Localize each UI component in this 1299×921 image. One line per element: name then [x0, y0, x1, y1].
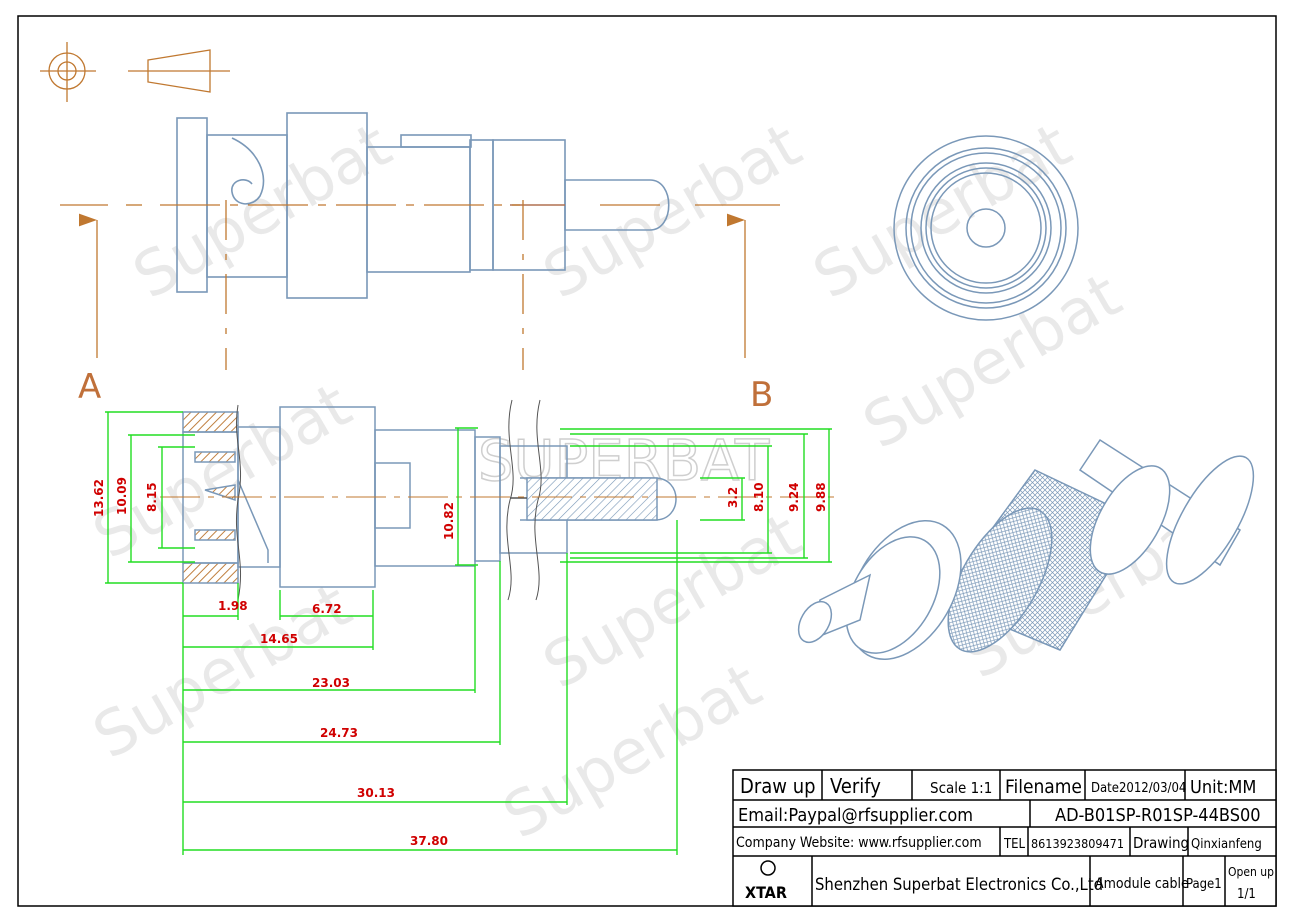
dimension-23-03: 23.03 — [312, 676, 350, 690]
title-drawing-label: Drawing — [1133, 834, 1189, 852]
title-block — [732, 769, 1277, 907]
sheet-border — [17, 15, 1277, 907]
dimension-lines — [105, 411, 832, 855]
dimension-8-10: 8.10 — [752, 482, 766, 512]
dimension-texts: 13.62 10.09 8.15 10.82 3.2 8.10 9.24 9.8… — [92, 477, 828, 848]
dimension-13-62: 13.62 — [92, 479, 106, 517]
dimension-1-98: 1.98 — [218, 599, 248, 613]
title-product: Amodule cable — [1095, 876, 1189, 892]
connector-3d-render — [797, 438, 1255, 660]
dimension-9-24: 9.24 — [787, 482, 801, 512]
section-view — [160, 399, 840, 601]
title-date: Date2012/03/04 — [1091, 781, 1186, 796]
xtar-logo: XTAR — [745, 860, 787, 902]
title-page: Page1 — [1186, 877, 1222, 892]
title-open-up: Open up — [1228, 865, 1274, 879]
title-block-text: Draw up Verify Scale 1:1 Filename Date20… — [736, 774, 1274, 902]
watermark-text: Superbat — [851, 258, 1133, 463]
dimension-6-72: 6.72 — [312, 602, 342, 616]
title-scale: Scale 1:1 — [930, 779, 992, 797]
dimension-10-09: 10.09 — [115, 477, 129, 515]
title-drawer: Qinxianfeng — [1191, 837, 1262, 852]
title-tel: 8613923809471 — [1031, 836, 1124, 851]
title-tel-label: TEL — [1003, 837, 1026, 852]
dimension-14-65: 14.65 — [260, 632, 298, 646]
dimension-30-13: 30.13 — [357, 786, 395, 800]
watermark-text: Superbat — [531, 498, 813, 703]
section-label-b: B — [750, 375, 773, 415]
projection-symbol — [40, 42, 230, 102]
dimension-8-15: 8.15 — [145, 482, 159, 512]
watermark-text: Superbat — [531, 108, 813, 313]
title-part-number: AD-B01SP-R01SP-44BS00 — [1055, 805, 1261, 826]
title-email: Email:Paypal@rfsupplier.com — [738, 805, 973, 826]
watermark-text: Superbat — [491, 648, 773, 853]
title-company: Shenzhen Superbat Electronics Co.,Ltd — [815, 875, 1103, 894]
dimension-24-73: 24.73 — [320, 726, 358, 740]
section-label-a: A — [78, 367, 101, 407]
title-unit: Unit:MM — [1190, 777, 1256, 798]
watermark-text: Superbat — [801, 108, 1083, 313]
title-draw-up: Draw up — [740, 774, 816, 798]
dimension-9-88: 9.88 — [814, 482, 828, 512]
dimension-3-2: 3.2 — [726, 487, 740, 508]
dimension-10-82: 10.82 — [442, 502, 456, 540]
xtar-logo-text: XTAR — [745, 883, 787, 902]
watermark-text: Superbat — [121, 108, 403, 313]
title-filename-label: Filename — [1005, 776, 1082, 798]
centerline-top — [60, 200, 780, 370]
title-page-count: 1/1 — [1237, 887, 1256, 902]
title-website: Company Website: www.rfsupplier.com — [736, 835, 982, 851]
dimension-37-80: 37.80 — [410, 834, 448, 848]
title-verify: Verify — [830, 774, 881, 798]
watermark-text: Superbat — [81, 368, 363, 573]
end-view — [893, 135, 1079, 321]
